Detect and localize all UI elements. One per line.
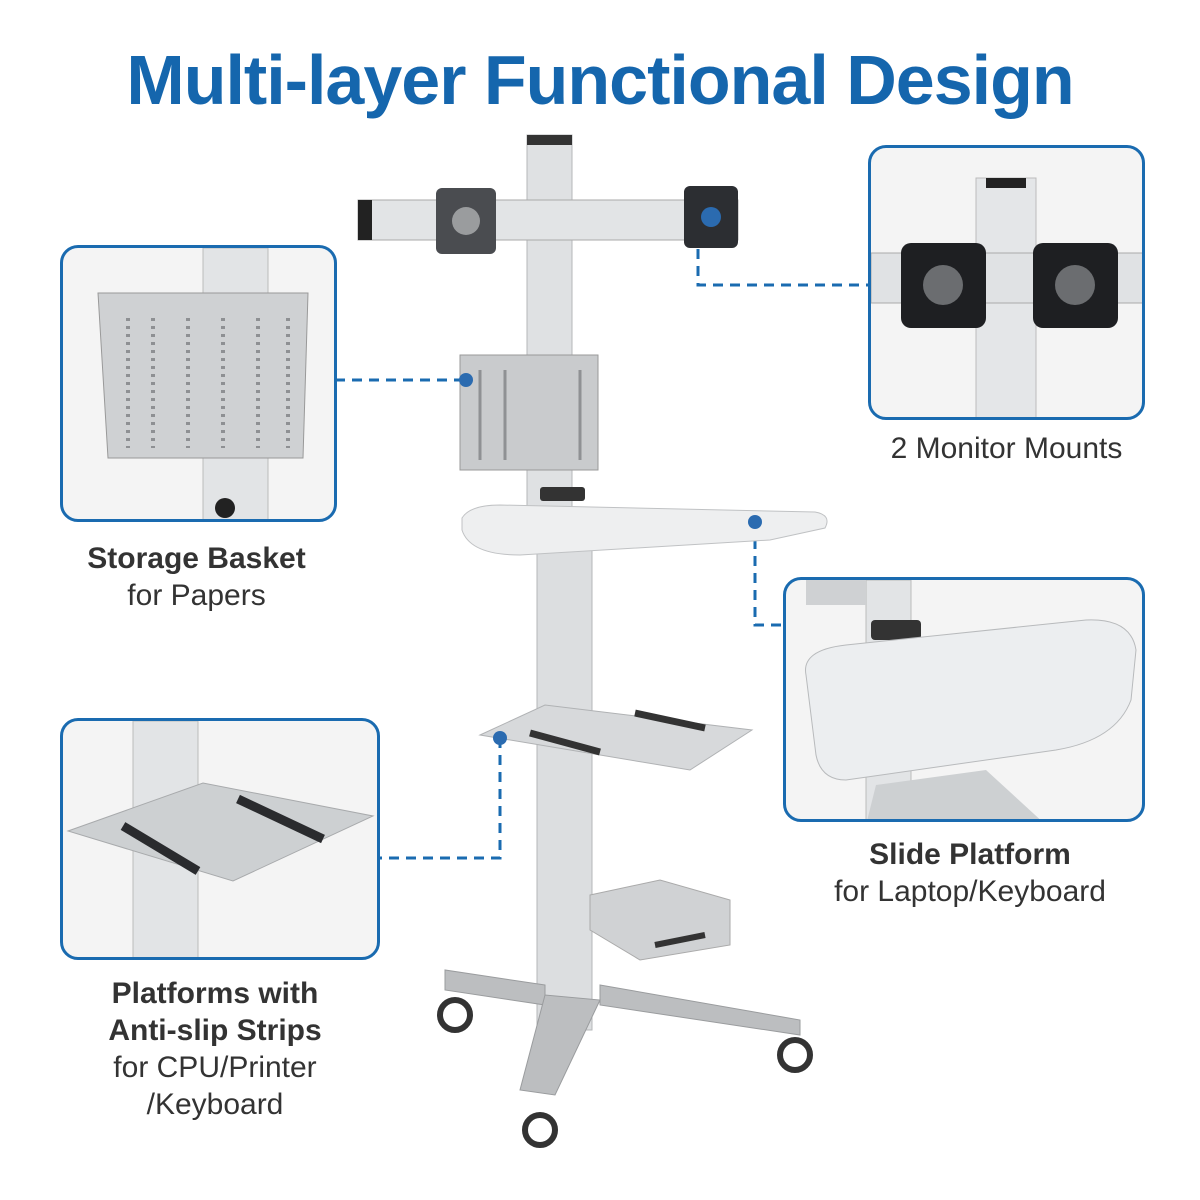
slide-platform-panel: [783, 577, 1145, 822]
platforms-subtitle-1: for CPU/Printer: [113, 1051, 317, 1084]
platforms-caption: Platforms with Anti-slip Strips for CPU/…: [60, 975, 370, 1123]
monitor-mounts-panel: [868, 145, 1145, 420]
storage-basket-subtitle: for Papers: [127, 579, 266, 612]
monitor-mounts-label: 2 Monitor Mounts: [890, 432, 1123, 465]
platforms-subtitle-2: /Keyboard: [146, 1088, 284, 1121]
slide-platform-title: Slide Platform: [869, 838, 1071, 871]
slide-platform-caption: Slide Platform for Laptop/Keyboard: [800, 836, 1140, 910]
slide-platform-subtitle: for Laptop/Keyboard: [834, 875, 1106, 908]
monitor-mounts-caption: 2 Monitor Mounts: [860, 430, 1153, 467]
vesa-mount-right: [684, 186, 738, 248]
storage-basket-caption: Storage Basket for Papers: [50, 540, 343, 614]
platforms-title-2: Anti-slip Strips: [108, 1014, 322, 1047]
platforms-title-1: Platforms with: [111, 977, 319, 1010]
platforms-panel: [60, 718, 380, 960]
page-title: Multi-layer Functional Design: [126, 41, 1074, 119]
storage-basket-panel: [60, 245, 337, 522]
vesa-mount-left: [436, 188, 496, 254]
caster-wheels: [437, 997, 813, 1148]
storage-basket-title: Storage Basket: [87, 542, 306, 575]
